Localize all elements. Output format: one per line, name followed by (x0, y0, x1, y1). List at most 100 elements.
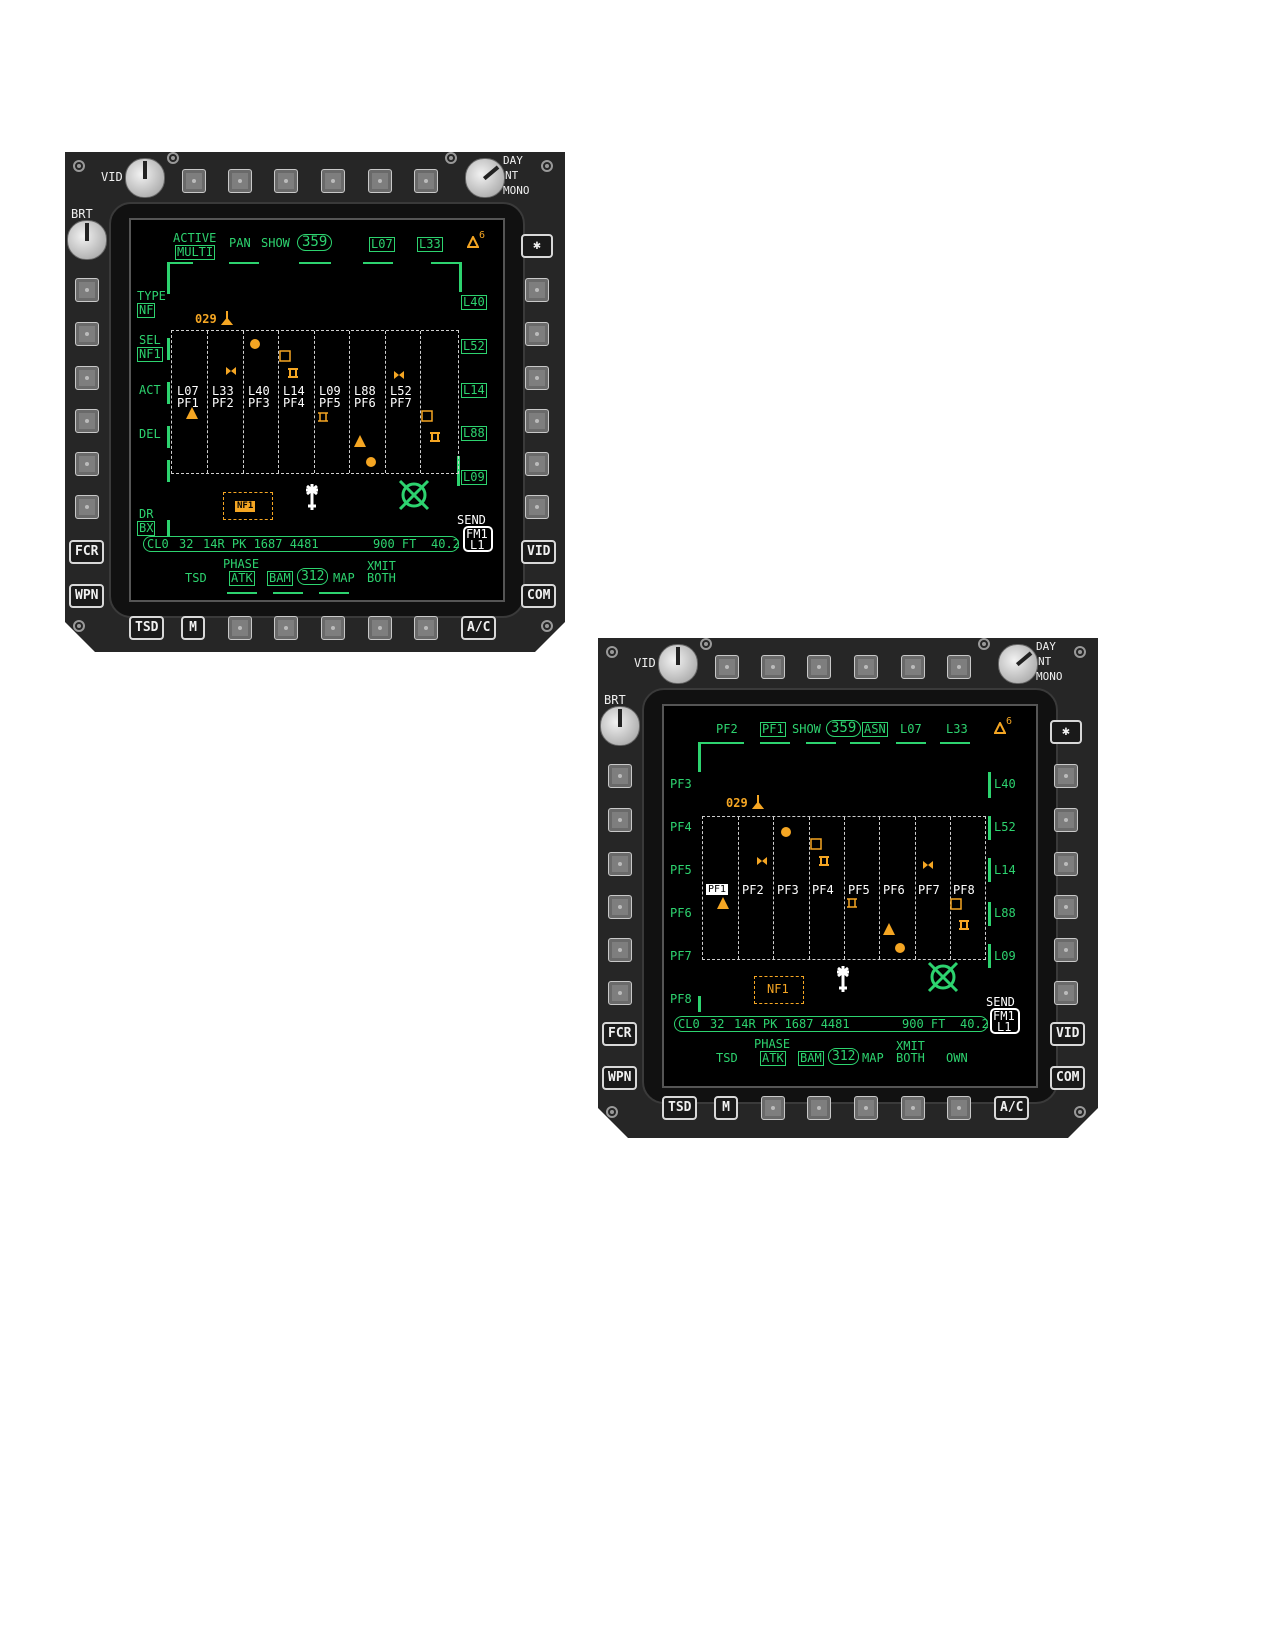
pan-label[interactable]: PAN (229, 236, 251, 250)
top-button-6[interactable] (414, 169, 438, 193)
star-key[interactable]: ✱ (521, 234, 553, 258)
column-top-label[interactable]: L88 (354, 384, 376, 398)
bam-option[interactable]: BAM (267, 571, 293, 586)
top-button-2[interactable] (761, 655, 785, 679)
right-option-l40[interactable]: L40 (994, 777, 1016, 791)
act-label[interactable]: ACT (139, 383, 161, 397)
l07-option[interactable]: L07 (369, 237, 395, 252)
column-label[interactable]: PF2 (742, 883, 764, 897)
bottom-button-5[interactable] (414, 616, 438, 640)
com-key[interactable]: COM (1050, 1066, 1086, 1090)
fcr-key[interactable]: FCR (69, 540, 105, 564)
column-label[interactable]: PF3 (777, 883, 799, 897)
column-top-label[interactable]: L09 (319, 384, 341, 398)
bx-option[interactable]: BX (137, 521, 156, 536)
right-button-2[interactable] (525, 322, 549, 346)
pf2-option[interactable]: PF2 (716, 722, 738, 736)
column-label[interactable]: PF7 (918, 883, 940, 897)
right-option-l88[interactable]: L88 (461, 426, 487, 441)
nf-option[interactable]: NF (137, 303, 156, 318)
right-button-6[interactable] (525, 495, 549, 519)
right-button-3[interactable] (525, 366, 549, 390)
top-button-1[interactable] (715, 655, 739, 679)
column-top-label[interactable]: L07 (177, 384, 199, 398)
ac-key[interactable]: A/C (461, 616, 497, 640)
fm1-box[interactable]: FM1 L1 (463, 526, 493, 552)
own-label[interactable]: OWN (946, 1051, 968, 1065)
right-button-5[interactable] (1054, 938, 1078, 962)
top-button-5[interactable] (901, 655, 925, 679)
left-option-pf6[interactable]: PF6 (670, 906, 692, 920)
both-label[interactable]: BOTH (896, 1051, 925, 1065)
left-button-4[interactable] (75, 409, 99, 433)
top-button-3[interactable] (807, 655, 831, 679)
column-label[interactable]: PF5 (848, 883, 870, 897)
bottom-button-1[interactable] (228, 616, 252, 640)
phase-label[interactable]: PHASE (754, 1037, 791, 1051)
asn-option[interactable]: ASN (862, 722, 888, 737)
right-option-l09[interactable]: L09 (461, 470, 487, 485)
column-bottom-label[interactable]: PF3 (248, 396, 270, 410)
right-option-l14[interactable]: L14 (461, 383, 487, 398)
column-label-selected[interactable]: PF1 (706, 884, 729, 895)
column-top-label[interactable]: L14 (283, 384, 305, 398)
type-label[interactable]: TYPE (137, 289, 166, 303)
fm1-box[interactable]: FM1 L1 (990, 1008, 1020, 1034)
right-button-6[interactable] (1054, 981, 1078, 1005)
send-label[interactable]: SEND (986, 995, 1015, 1009)
left-button-6[interactable] (608, 981, 632, 1005)
xmit-label[interactable]: XMIT (896, 1039, 925, 1053)
right-option-l88[interactable]: L88 (994, 906, 1016, 920)
left-option-pf8[interactable]: PF8 (670, 992, 692, 1006)
sel-label[interactable]: SEL (139, 333, 161, 347)
day-nt-mono-knob[interactable] (465, 158, 505, 198)
bottom-button-5[interactable] (947, 1096, 971, 1120)
bam-option[interactable]: BAM (798, 1051, 824, 1066)
vid-key[interactable]: VID (1050, 1022, 1086, 1046)
left-button-2[interactable] (75, 322, 99, 346)
right-button-5[interactable] (525, 452, 549, 476)
tsd-key[interactable]: TSD (662, 1096, 698, 1120)
right-option-l40[interactable]: L40 (461, 295, 487, 310)
brt-knob[interactable] (67, 220, 107, 260)
left-option-pf3[interactable]: PF3 (670, 777, 692, 791)
left-button-5[interactable] (608, 938, 632, 962)
show-label[interactable]: SHOW (792, 722, 821, 736)
com-key[interactable]: COM (521, 584, 557, 608)
right-option-l14[interactable]: L14 (994, 863, 1016, 877)
left-button-4[interactable] (608, 895, 632, 919)
bottom-button-4[interactable] (368, 616, 392, 640)
right-button-4[interactable] (1054, 895, 1078, 919)
fcr-key[interactable]: FCR (602, 1022, 638, 1046)
day-nt-mono-knob[interactable] (998, 644, 1038, 684)
column-top-label[interactable]: L33 (212, 384, 234, 398)
right-option-l52[interactable]: L52 (461, 339, 487, 354)
vid-key[interactable]: VID (521, 540, 557, 564)
bottom-button-2[interactable] (807, 1096, 831, 1120)
star-key[interactable]: ✱ (1050, 720, 1082, 744)
send-label[interactable]: SEND (457, 513, 486, 527)
xmit-label[interactable]: XMIT (367, 559, 396, 573)
show-label[interactable]: SHOW (261, 236, 290, 250)
l33-option[interactable]: L33 (946, 722, 968, 736)
right-button-1[interactable] (525, 278, 549, 302)
left-button-3[interactable] (75, 366, 99, 390)
left-button-2[interactable] (608, 808, 632, 832)
wpn-key[interactable]: WPN (69, 584, 105, 608)
nf1-option[interactable]: NF1 (137, 347, 163, 362)
right-option-l52[interactable]: L52 (994, 820, 1016, 834)
wpn-key[interactable]: WPN (602, 1066, 638, 1090)
left-option-pf4[interactable]: PF4 (670, 820, 692, 834)
atk-option[interactable]: ATK (229, 571, 255, 586)
right-button-1[interactable] (1054, 764, 1078, 788)
top-button-4[interactable] (321, 169, 345, 193)
m-key[interactable]: M (181, 616, 205, 640)
tsd-label[interactable]: TSD (716, 1051, 738, 1065)
vid-knob[interactable] (125, 158, 165, 198)
column-label[interactable]: PF8 (953, 883, 975, 897)
m-key[interactable]: M (714, 1096, 738, 1120)
column-top-label[interactable]: L52 (390, 384, 412, 398)
top-button-4[interactable] (854, 655, 878, 679)
column-bottom-label[interactable]: PF6 (354, 396, 376, 410)
bottom-button-2[interactable] (274, 616, 298, 640)
